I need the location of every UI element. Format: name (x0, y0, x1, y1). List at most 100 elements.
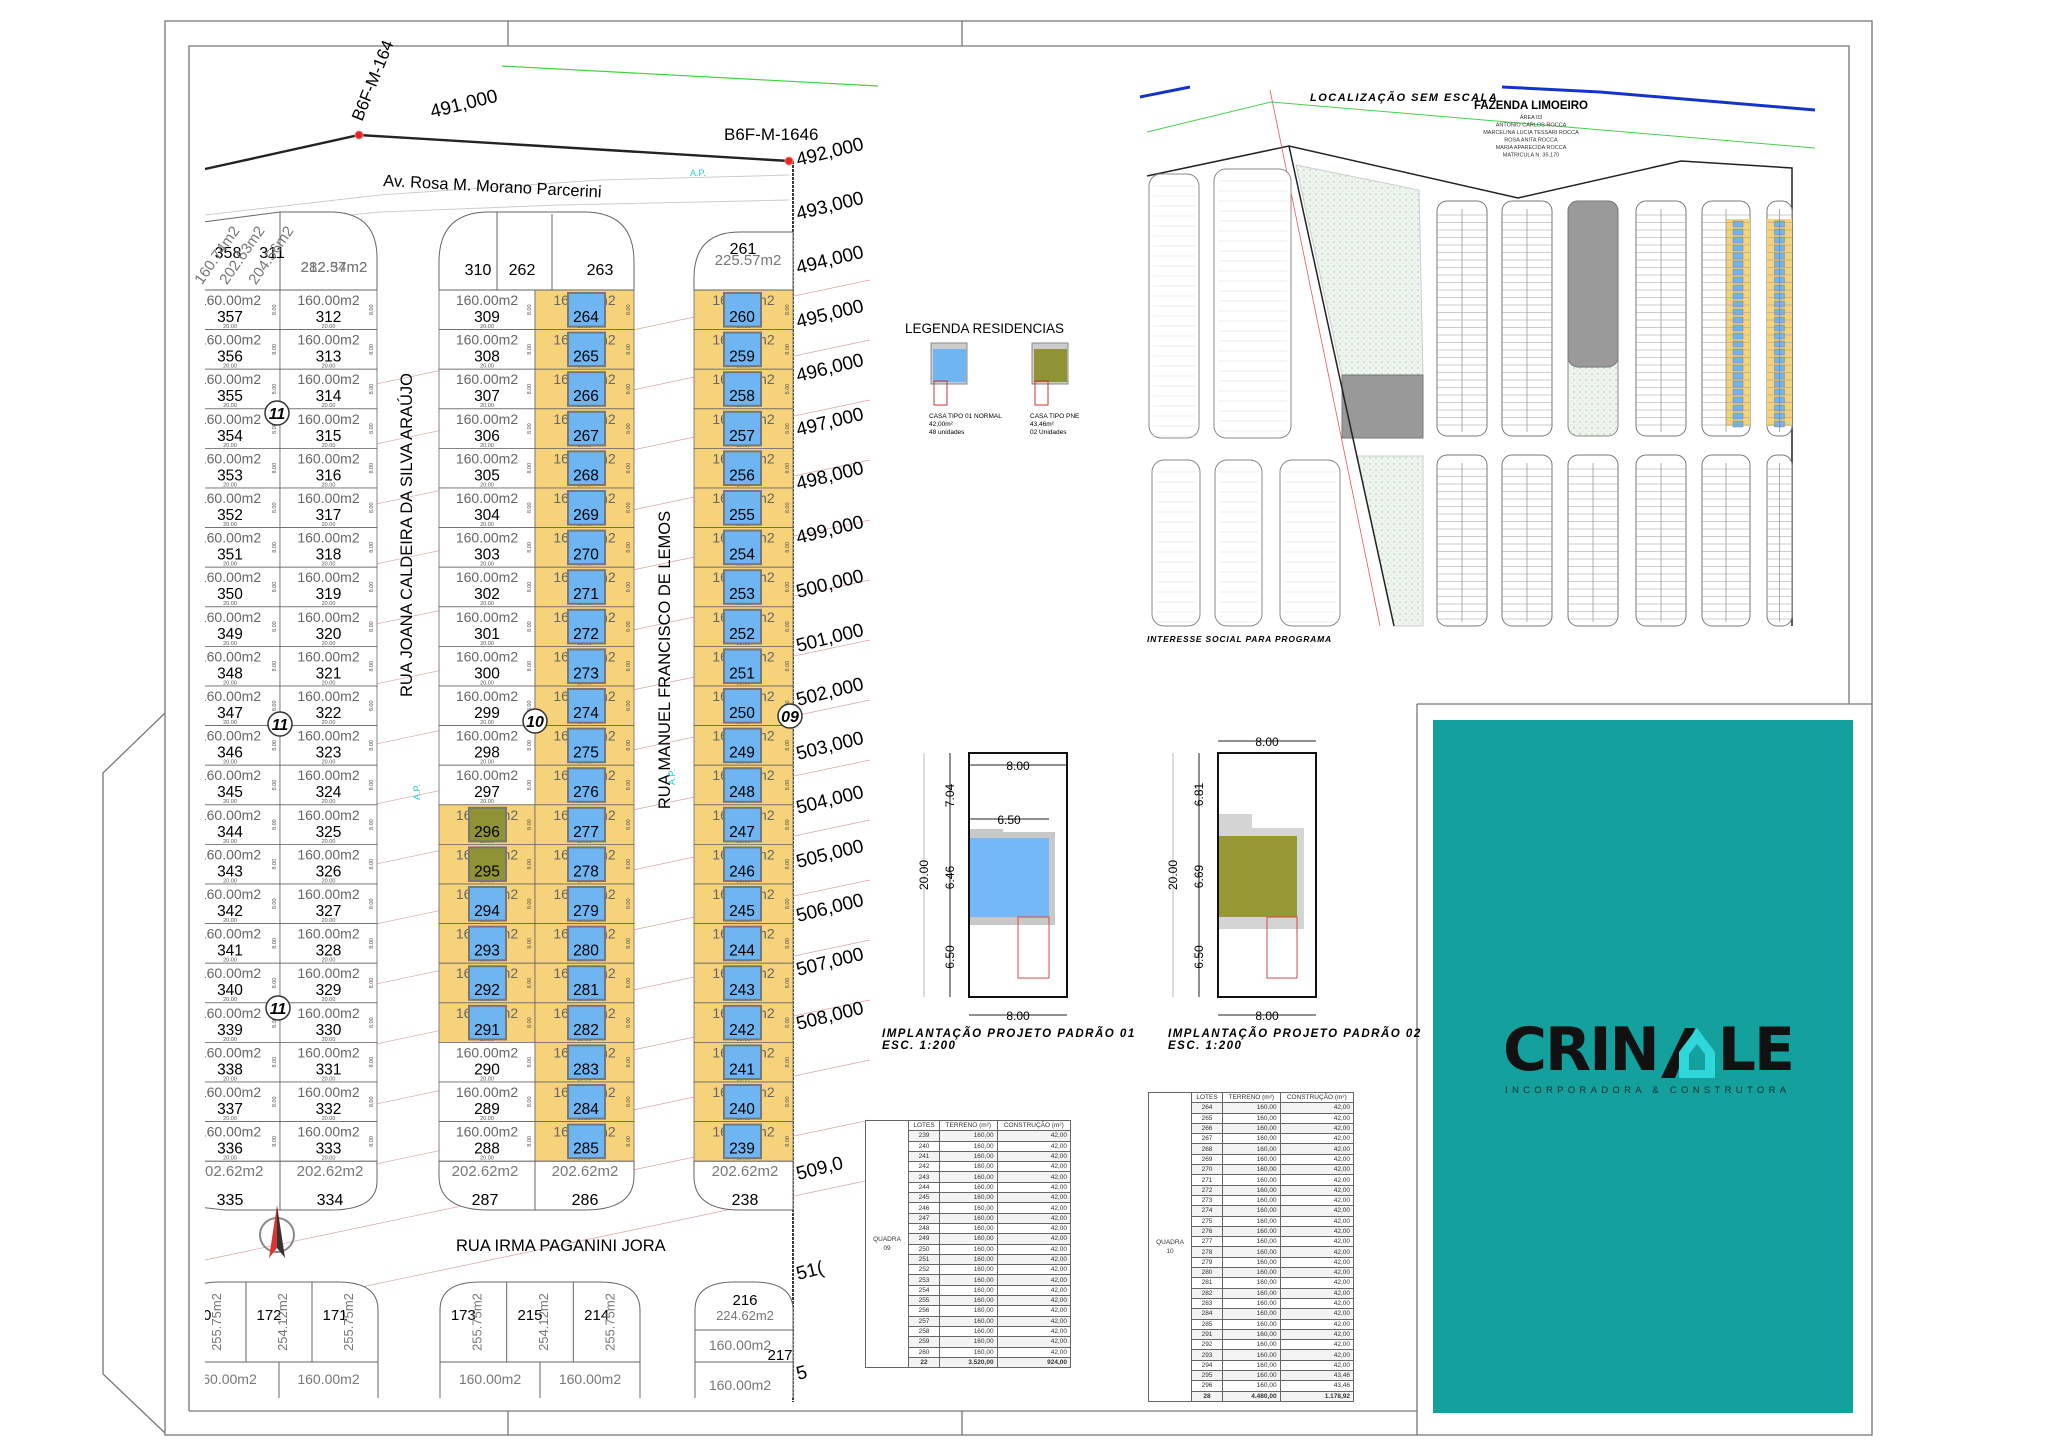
table-cell: 42,00 (1279, 1112, 1355, 1124)
lot-area: 160.00m2 (297, 767, 359, 783)
lot-area: 160.00m2 (199, 886, 261, 902)
lot-number: 314 (316, 388, 342, 405)
lot-dimension: 8.00 (272, 463, 278, 474)
keyplan-block (1148, 173, 1200, 439)
table-cell: 42,00 (996, 1264, 1072, 1276)
lot-area: 160.00m2 (199, 846, 261, 862)
table-cell: 160,00 (1222, 1112, 1281, 1124)
table-cell: 239 (907, 1130, 941, 1142)
lot-number: 266 (573, 388, 599, 405)
lot-area: 160.00m2 (709, 1377, 771, 1393)
lot-area: 254.12m2 (536, 1293, 551, 1351)
table-cell: 160,00 (939, 1305, 998, 1317)
lot-dimension: 8.00 (272, 582, 278, 593)
lot-area: 224.62m2 (716, 1308, 774, 1323)
lot-number: 301 (474, 626, 500, 643)
lot-dimension: 8.00 (369, 463, 375, 474)
table-cell: 42,00 (1279, 1236, 1355, 1248)
lot-area: 160.00m2 (199, 728, 261, 744)
dimension-label: 6.46 (943, 865, 957, 889)
institutional-area (1341, 374, 1424, 439)
lot-number: 345 (217, 784, 243, 801)
table-cell: 264 (1190, 1102, 1224, 1114)
lot-number: 273 (573, 665, 599, 682)
table-cell: 275 (1190, 1215, 1224, 1227)
table-cell: 253 (907, 1274, 941, 1286)
lot-dimension: 20.00 (223, 760, 237, 766)
lot-dimension: 8.00 (527, 423, 533, 434)
lot-area: 160.00m2 (199, 926, 261, 942)
table-cell: 285 (1190, 1318, 1224, 1330)
table-cell: 924,00 (996, 1356, 1072, 1369)
table-cell: 42,00 (996, 1233, 1072, 1245)
house-footprint (567, 1123, 606, 1160)
table-cell: 22 (907, 1356, 941, 1369)
lot-number: 289 (474, 1101, 500, 1118)
table-cell: 160,00 (939, 1325, 998, 1338)
table-cell: 160,00 (939, 1181, 998, 1194)
lot-dimension: 8.00 (272, 700, 278, 711)
house-footprint (567, 1084, 606, 1120)
house-footprint (723, 371, 762, 407)
lot-number: 281 (573, 982, 599, 999)
lot-parcel (205, 923, 281, 964)
house-footprint (723, 490, 762, 526)
table-cell: 160,00 (939, 1336, 998, 1348)
table-cell: 241 (907, 1150, 941, 1163)
lot-number: 247 (729, 824, 755, 841)
block-label: 11 (272, 717, 289, 734)
lot-area: 160.00m2 (199, 1084, 261, 1100)
lot-area: 160.00m2 (456, 292, 518, 308)
table-cell: 292 (1190, 1339, 1224, 1351)
lot-number: 320 (316, 626, 342, 643)
lot-number: 355 (217, 388, 243, 405)
lot-dimension: 20.00 (223, 1037, 237, 1043)
lot-parcel (279, 844, 378, 885)
table-cell: 160,00 (1222, 1205, 1281, 1217)
elevation-label: 495,000 (794, 296, 866, 333)
house-footprint (723, 450, 762, 486)
lot-dimension: 8.00 (785, 859, 791, 870)
lot-area: 160.00m2 (297, 648, 359, 664)
house-detail-drawing: 7.046.466.5020.008.006.508.00IMPLANTAÇÃO… (882, 752, 1136, 1052)
lot-number: 245 (729, 903, 755, 920)
detail-caption: IMPLANTAÇÃO PROJETO PADRÃO 01 (882, 1027, 1136, 1040)
table-cell: 42,00 (996, 1243, 1072, 1255)
lot-number: 270 (573, 547, 599, 564)
lot-number: 344 (217, 824, 243, 841)
access-arrow: A.P. (690, 168, 706, 178)
lot-dimension: 8.00 (626, 1096, 632, 1107)
lot-dimension: 8.00 (785, 1017, 791, 1028)
table-cell: 246 (907, 1202, 941, 1214)
lot-number: 216 (732, 1292, 757, 1309)
lot-dimension: 20.00 (322, 720, 336, 726)
lot-number: 288 (474, 1141, 500, 1158)
standard-house-details: 7.046.466.5020.008.006.508.00IMPLANTAÇÃO… (882, 735, 1420, 1052)
lot-dimension: 20.00 (322, 918, 336, 924)
legend-name: CASA TIPO 01 NORMAL (929, 413, 1002, 420)
block-number-badge: 11 (265, 995, 291, 1021)
house-footprint (1218, 836, 1297, 917)
dimension-label: 8.00 (1006, 759, 1030, 773)
block-number-badge: 10 (522, 708, 548, 734)
lot-dimension: 20.00 (322, 324, 336, 330)
lot-area: 160.00m2 (297, 1084, 359, 1100)
lot-dimension: 20.00 (480, 562, 494, 568)
lot-dimension: 8.00 (527, 1136, 533, 1147)
lot-dimension: 20.00 (480, 443, 494, 449)
lot-number: 348 (217, 665, 243, 682)
